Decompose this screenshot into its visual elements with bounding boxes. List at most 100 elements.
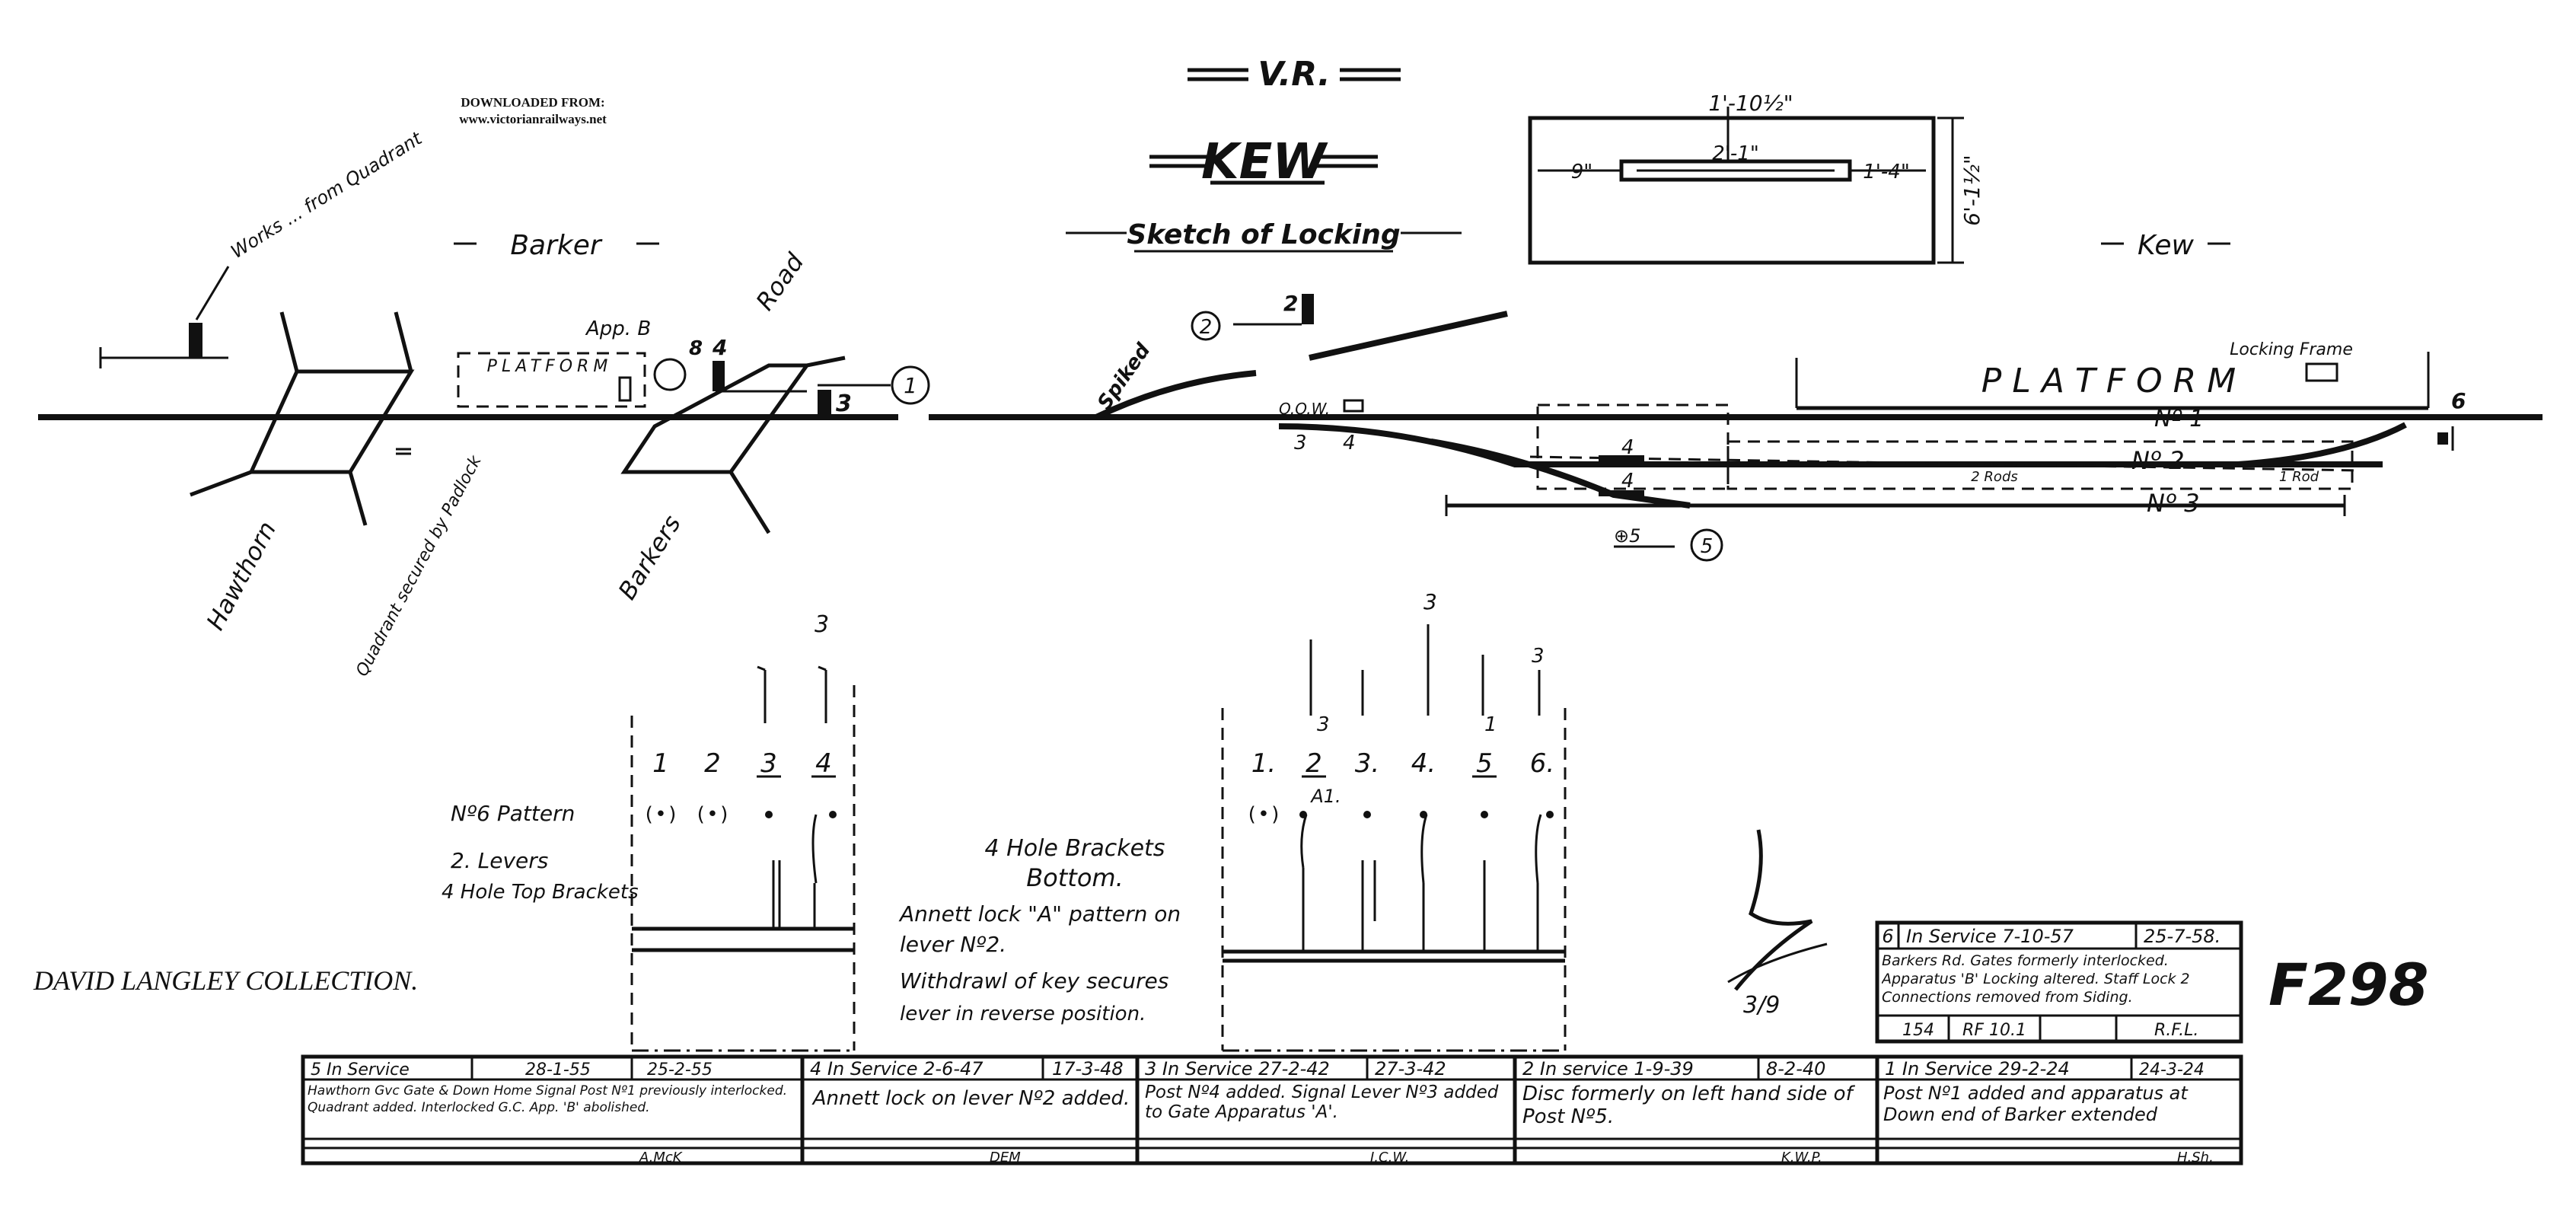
circle-2: 2 [1200,316,1213,339]
rev6-date: 25-7-58. [2144,926,2221,947]
barker-text: Barker [510,230,603,261]
app-b-label: App. B [585,317,651,340]
oow-label: O.O.W. [1279,400,1330,418]
left-locking-frame: 3 1 2 3 4 (•) (•) Nº6 Pattern 2. Levers … [442,611,856,1052]
inset-dimension-box: 1'-10½" 9" 2'-1" 1'-4" 6'-1½" [1528,91,1985,265]
left-top-mark: 3 [815,611,829,638]
circle-1: 1 [904,373,917,398]
rev5-head: 5 In Service [311,1060,410,1079]
rev5-sign: A.McK [639,1150,683,1166]
sketch-text: Sketch of Locking [1127,219,1400,250]
rev6-num: 6 [1882,926,1893,947]
points-3: 3 [1294,432,1307,454]
barker-heading: Barker [454,230,659,261]
rev3-head: 3 In Service 27-2-42 [1145,1058,1330,1079]
rev5-body: Hawthorn Gvc Gate & Down Home Signal Pos… [308,1083,788,1115]
rev4-head: 4 In Service 2-6-47 [810,1058,984,1079]
quadrant-label: Quadrant secured by Padlock [352,451,486,679]
left-lever-2: 2 [704,748,721,779]
signature: 3/9 [1727,829,1828,1019]
note-line-4: lever Nº2. [900,932,1006,957]
rev6-ref3: R.F.L. [2154,1021,2198,1040]
points-4b: 4 [1621,470,1634,493]
rev3-sign: J.C.W. [1368,1150,1409,1166]
note-line-2: Bottom. [1026,863,1124,892]
revision-box-6: 6 In Service 7-10-57 25-7-58. Barkers Rd… [1875,920,2243,1044]
download-line-2: www.victorianrailways.net [459,112,607,126]
rev4-date1: 17-3-48 [1052,1058,1124,1079]
signal-6-label: 6 [2451,388,2466,413]
rev1-head: 1 In Service 29-2-24 [1885,1058,2070,1079]
rev6-ref2: RF 10.1 [1962,1021,2026,1040]
note-line-1: 4 Hole Brackets [985,835,1165,862]
note-line-3: Annett lock "A" pattern on [898,901,1181,926]
left-note-3: 4 Hole Top Brackets [442,881,639,904]
works-label: Works ... from Quadrant [227,127,426,263]
rev1-body: Post Nº1 added and apparatus at Down end… [1883,1083,2188,1125]
vr-text: V.R. [1258,55,1330,94]
rev2-body: Disc formerly on left hand side of Post … [1522,1083,1853,1128]
rev2-date1: 8-2-40 [1766,1058,1825,1079]
right-top-mark-4: 3 [1532,645,1545,668]
rev4-body: Annett lock on lever Nº2 added. [812,1087,1130,1110]
rev6-ref1: 154 [1902,1021,1934,1040]
inset-dim-side: 6'-1½" [1959,155,1985,225]
rev6-body: Barkers Rd. Gates formerly interlocked. … [1882,952,2190,1006]
annett-lock-note: 4 Hole Brackets Bottom. Annett lock "A" … [898,835,1181,1025]
barker-platform: PLATFORM [487,357,613,376]
road-label: Road [750,247,809,315]
rev3-body: Post Nº4 added. Signal Lever Nº3 added t… [1145,1083,1499,1122]
rod-1: 1 Rod [2279,469,2319,485]
rods-2: 2 Rods [1971,469,2018,485]
signal-8: 8 [689,337,703,360]
right-lever-6: 6. [1530,748,1554,779]
left-lever-1: 1 [652,748,669,779]
svg-text:(•): (•) [1246,803,1282,826]
svg-text:3/9: 3/9 [1743,992,1780,1019]
rev4-sign: DEM [990,1150,1021,1166]
road-3-label: Nº 3 [2147,489,2200,518]
vr-heading: V.R. [1188,55,1401,94]
station-heading: KEW [1149,134,1378,190]
rev2-head: 2 In service 1-9-39 [1522,1058,1694,1079]
left-note-1: Nº6 Pattern [451,801,575,826]
inset-dim-left: 9" [1571,161,1593,183]
right-locking-frame: 3 3 1 3 1. 2 3. 4. 5 6. A1. (•) [1221,589,1567,1052]
points-4: 4 [1343,432,1356,454]
note-line-5: Withdrawl of key secures [900,968,1168,993]
signal-4-label: 4 [712,335,727,360]
right-top-mark-3: 1 [1484,713,1497,736]
rev1-sign: H.Sh. [2177,1150,2214,1166]
a1-label: A1. [1309,786,1341,807]
left-note-2: 2. Levers [451,848,548,873]
kew-heading: Kew [2101,230,2230,261]
sketch-heading: Sketch of Locking [1066,219,1462,253]
drawing-number: F298 [2268,951,2429,1019]
hawthorn-label: Hawthorn [201,516,282,634]
road-1-label: Nº 1 [2154,406,2204,432]
right-top-mark-2: 3 [1317,713,1330,736]
signal-2-label: 2 [1283,291,1298,316]
rev5-date1: 28-1-55 [525,1060,591,1079]
rev5-date2: 25-2-55 [647,1060,713,1079]
signal-3-label: 3 [836,391,852,417]
barkers-label: Barkers [613,510,687,604]
right-lever-5: 5 [1476,748,1493,779]
inset-dim-right: 1'-4" [1863,161,1910,183]
points-4a: 4 [1621,436,1634,459]
rev6-service: In Service 7-10-57 [1906,926,2074,947]
inset-dim-top: 1'-10½" [1708,91,1793,116]
disc-5-label: ⊕5 [1614,525,1640,547]
rev3-date1: 27-3-42 [1375,1058,1446,1079]
kew-platform: P L A T F O R M [1981,362,2236,400]
barker-track-plan: Works ... from Quadrant Hawthorn Quadran… [38,127,930,680]
svg-text:(•): (•) [643,803,679,826]
note-line-6: lever in reverse position. [900,1003,1146,1025]
kew-text: Kew [2138,230,2194,261]
left-lever-4: 4 [815,748,832,779]
right-top-mark-1: 3 [1423,589,1437,614]
collection-label: DAVID LANGLEY COLLECTION. [33,965,418,996]
circle-5: 5 [1701,535,1714,558]
left-lever-3: 3 [760,748,777,779]
